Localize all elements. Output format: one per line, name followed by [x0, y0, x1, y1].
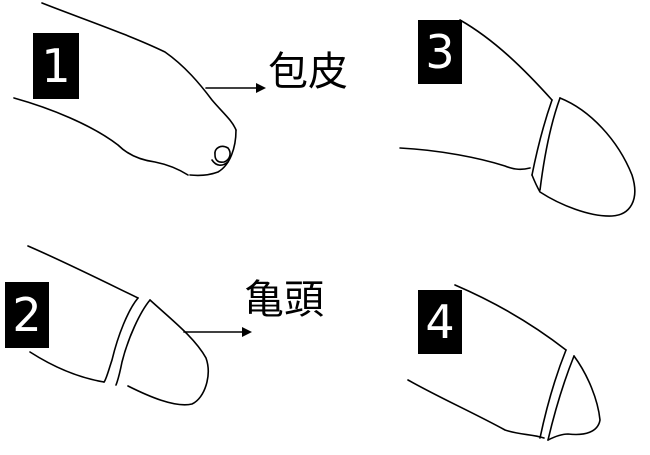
panel-2-number-badge: 2 — [5, 282, 49, 348]
panel-4-drawing — [407, 284, 601, 441]
panel-1-tip-outline — [189, 129, 237, 177]
glans-label: 亀頭 — [244, 277, 324, 323]
panel-4-lower-outline — [407, 379, 545, 439]
panel-4-corona-ring — [539, 349, 567, 439]
panel-3-upper-outline — [459, 19, 553, 101]
panel-2-drawing — [27, 245, 252, 406]
panel-3-number-badge: 3 — [418, 20, 462, 84]
panel-3-glans-outline — [531, 97, 636, 217]
panel-1-drawing — [13, 2, 266, 177]
panel-4-upper-outline — [454, 284, 567, 351]
panel-4-corona-ring-inner — [547, 355, 575, 441]
panel-1-upper-outline — [41, 2, 237, 131]
panel-1-foreskin-fold — [211, 159, 229, 166]
panel-2-corona-ring — [103, 297, 139, 383]
panel-1-number-badge: 1 — [33, 33, 79, 99]
panel-1-foreskin-opening — [214, 145, 231, 163]
panel-2-corona-ring-inner — [115, 299, 151, 386]
panel-2-glans-outline — [127, 299, 209, 406]
panel-3-corona-ring — [531, 99, 553, 176]
panel-1-lower-outline — [13, 97, 189, 176]
foreskin-label: 包皮 — [268, 49, 348, 95]
panel-3-glans-rim — [539, 97, 561, 191]
panel-2-arrow-head — [242, 327, 252, 337]
panel-3-drawing — [399, 19, 636, 217]
panel-2-lower-outline — [29, 351, 105, 383]
panel-4-number-badge: 4 — [418, 290, 462, 354]
panel-3-lower-outline — [399, 147, 531, 171]
panel-1-arrow-head — [256, 83, 266, 93]
panel-2-upper-outline — [27, 245, 139, 299]
panel-4-glans-outline — [547, 355, 601, 441]
